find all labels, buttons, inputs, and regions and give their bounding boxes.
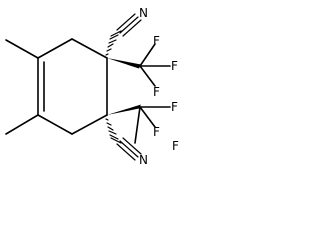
methyl-bond-upper bbox=[5, 39, 39, 59]
triple-bond-lower-cn bbox=[116, 137, 142, 161]
ring-bond-top-left bbox=[37, 38, 73, 59]
atom-label-f-bot-mid: F bbox=[153, 125, 160, 139]
wedge-bond-upper-cf3 bbox=[107, 58, 141, 69]
atom-label-n-bottom: N bbox=[139, 153, 148, 167]
cf-bond-lower-mid bbox=[139, 106, 156, 128]
methyl-bond-lower bbox=[5, 114, 39, 135]
triple-bond-upper-cn bbox=[116, 13, 142, 37]
ring-bond-bottom bbox=[71, 114, 108, 135]
atom-label-f-top-mid: F bbox=[153, 34, 160, 48]
hash-bond-upper-cn bbox=[105, 30, 122, 56]
cf-bond-upper-top bbox=[139, 43, 156, 67]
structure-diagram: N N F F F F F F bbox=[5, 6, 179, 167]
ring-bond-bottom-left bbox=[37, 114, 73, 135]
cf-bond-upper-low bbox=[139, 65, 156, 87]
hash-bond-lower-cn bbox=[105, 118, 122, 144]
ring-bond-top bbox=[71, 38, 108, 59]
atom-label-n-top: N bbox=[139, 6, 148, 20]
atom-label-f-top-right: F bbox=[171, 59, 178, 73]
atom-label-f-top-low: F bbox=[153, 85, 160, 99]
atom-label-f-bot-low: F bbox=[172, 139, 179, 153]
atom-label-f-bot-right: F bbox=[171, 100, 178, 114]
cf-bond-lower-low bbox=[134, 106, 141, 144]
wedge-bond-lower-cf3 bbox=[107, 104, 141, 115]
